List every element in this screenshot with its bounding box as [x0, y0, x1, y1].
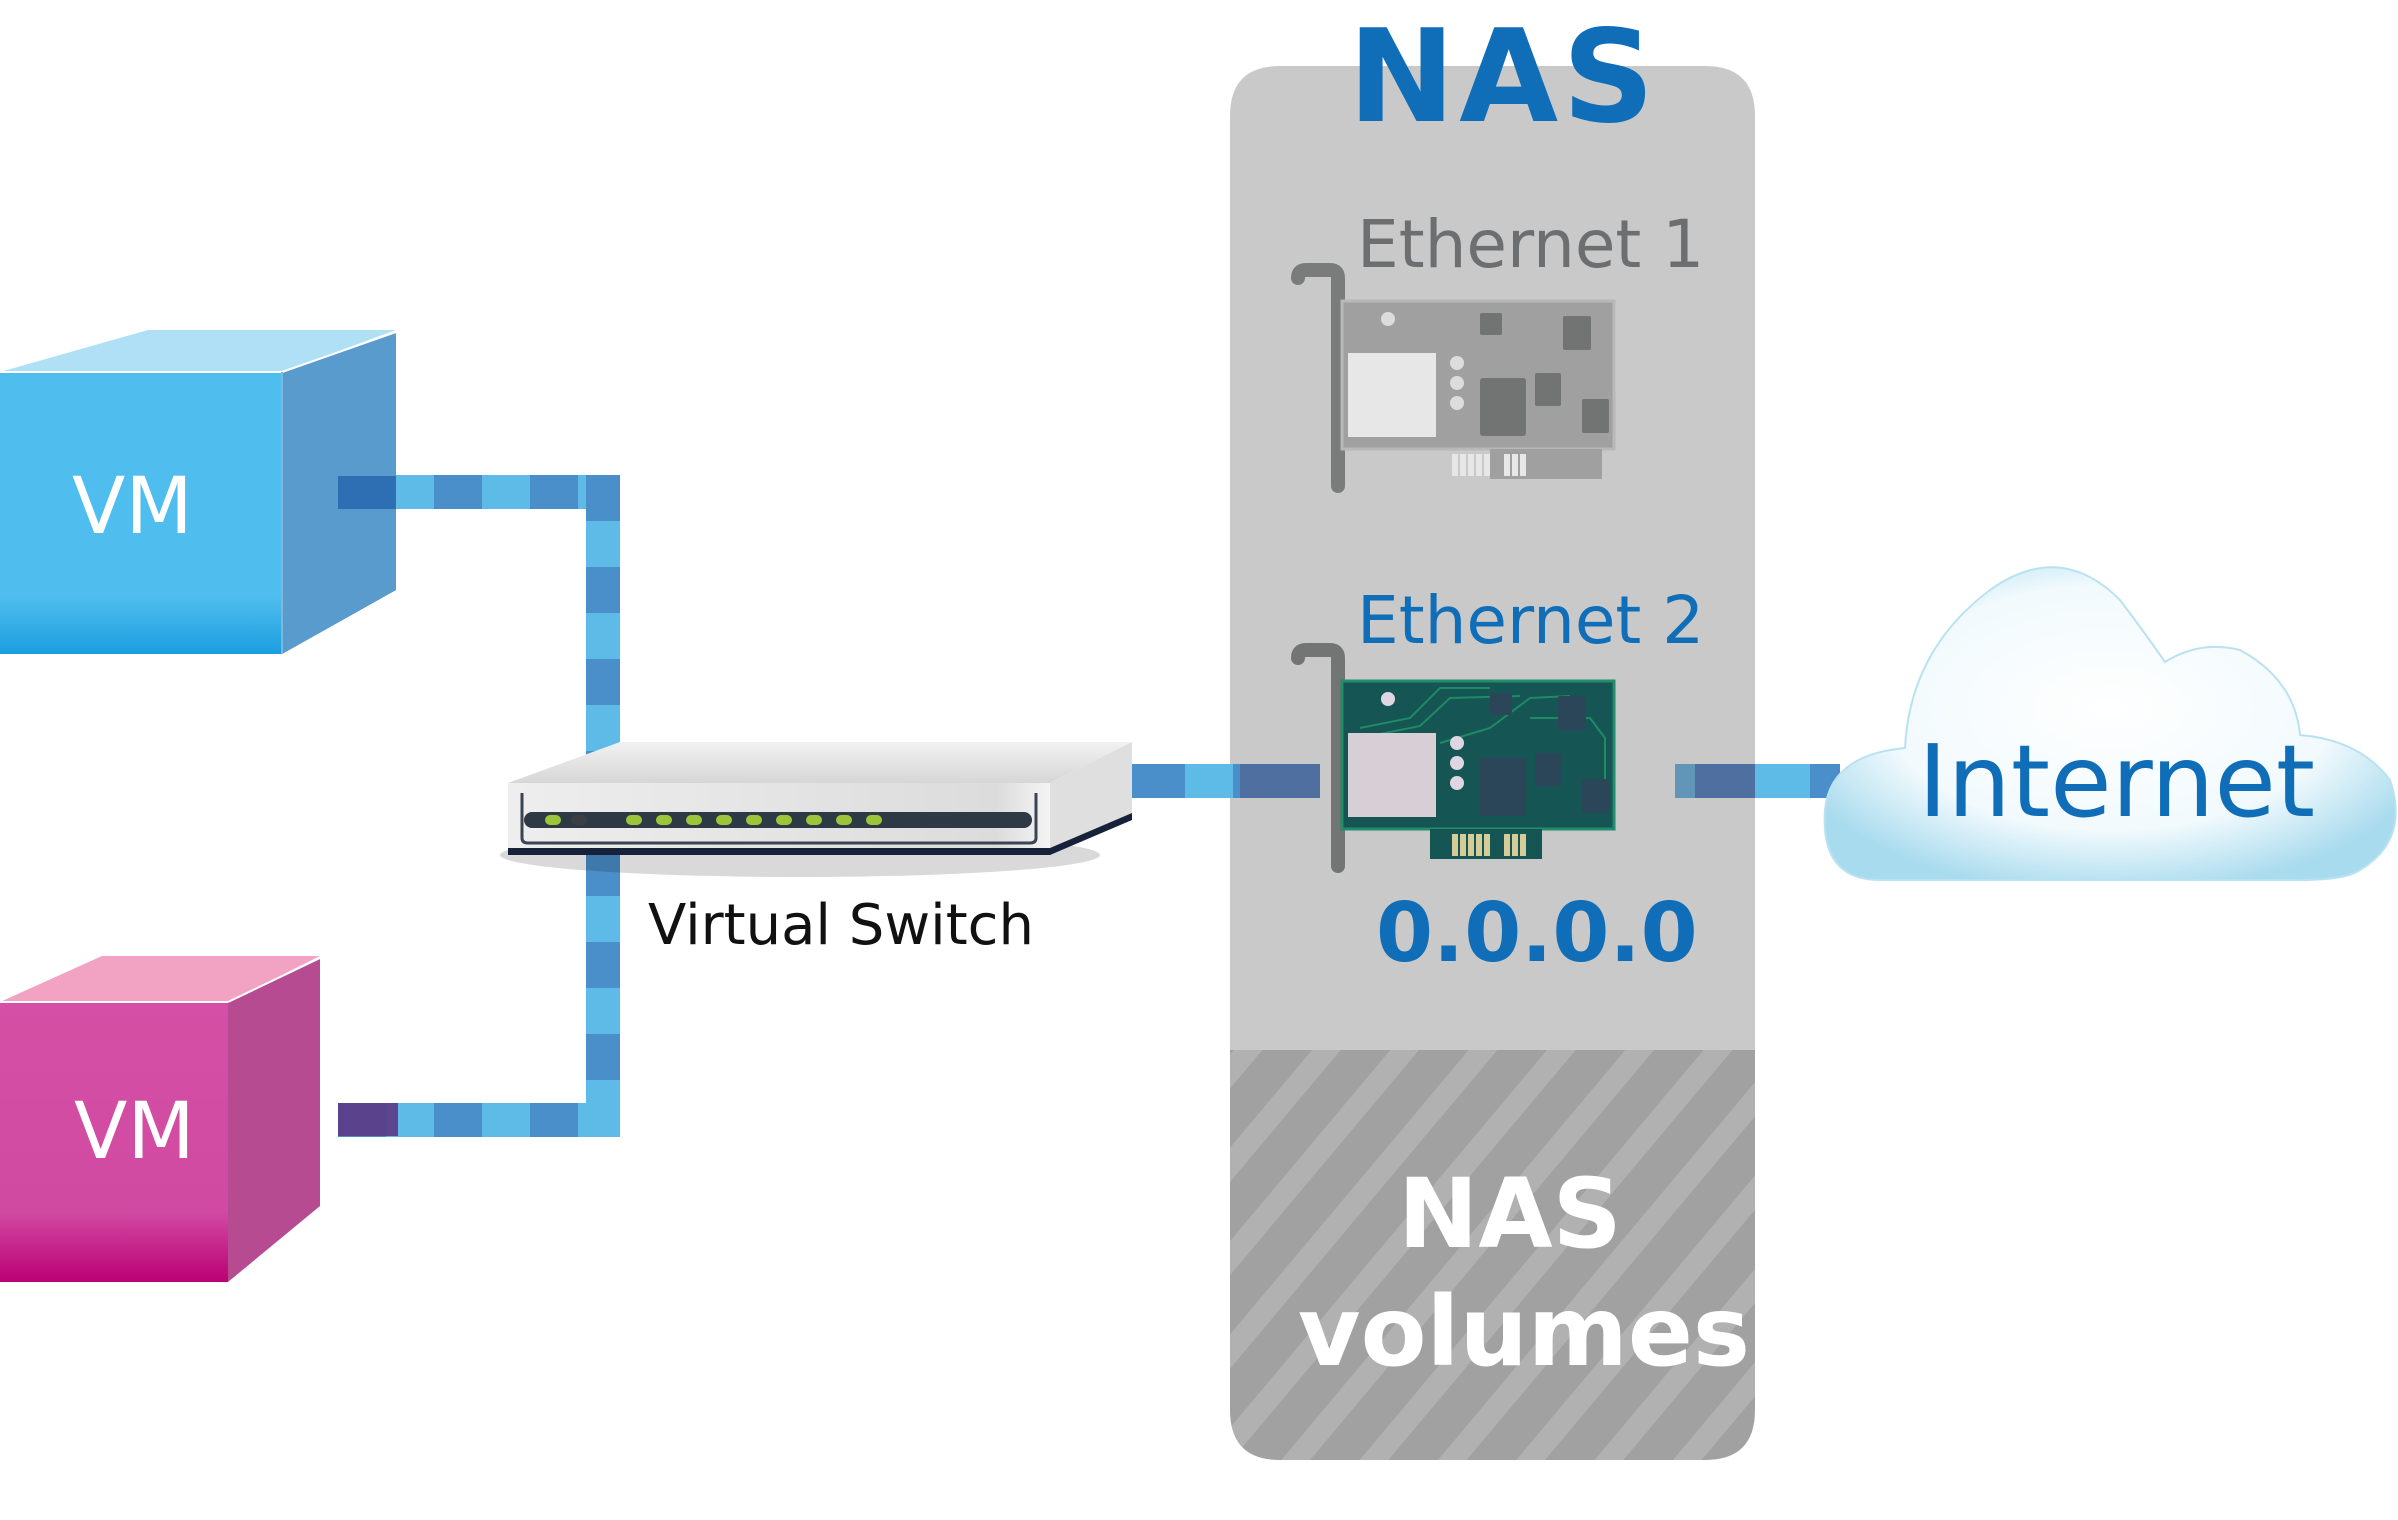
vm-cube-2-body[interactable] [0, 956, 321, 1282]
internet-label: Internet [1918, 723, 2316, 840]
ethernet-1-card [1291, 263, 1616, 493]
nas-title: NAS [1348, 3, 1659, 152]
switch-port-led [836, 815, 852, 825]
switch-port-led [545, 815, 561, 825]
switch-port-led [686, 815, 702, 825]
switch-port-led [806, 815, 822, 825]
switch-port-led [626, 815, 642, 825]
vm2-port [338, 1103, 398, 1136]
vm-2-label: VM [74, 1087, 195, 1177]
switch-port-led [746, 815, 762, 825]
nas-to-internet-link [1675, 764, 1840, 798]
vm1-port [338, 476, 396, 509]
nas-volumes-label-line1: NAS [1398, 1158, 1622, 1270]
internet-cloud[interactable] [1823, 566, 2397, 881]
switch-port-led [656, 815, 672, 825]
switch-port-led [866, 815, 882, 825]
vm-1-label: VM [72, 462, 193, 552]
switch-to-nas-link [1130, 764, 1320, 798]
ethernet-2-card[interactable] [1291, 643, 1616, 873]
switch-port-led [716, 815, 732, 825]
ethernet-1-label: Ethernet 1 [1357, 206, 1705, 283]
nas-volumes-area [1230, 1050, 1755, 1460]
ethernet-2-label: Ethernet 2 [1357, 582, 1705, 659]
ip-address-label: 0.0.0.0 [1376, 886, 1698, 981]
switch-port-leds [545, 815, 882, 825]
vm-cube-1-body[interactable] [0, 330, 397, 654]
switch-port-led-off [571, 815, 587, 825]
switch-port-led [776, 815, 792, 825]
virtual-switch[interactable] [500, 742, 1132, 877]
nas-volumes-label-line2: volumes [1298, 1276, 1751, 1388]
virtual-switch-label: Virtual Switch [648, 893, 1034, 958]
